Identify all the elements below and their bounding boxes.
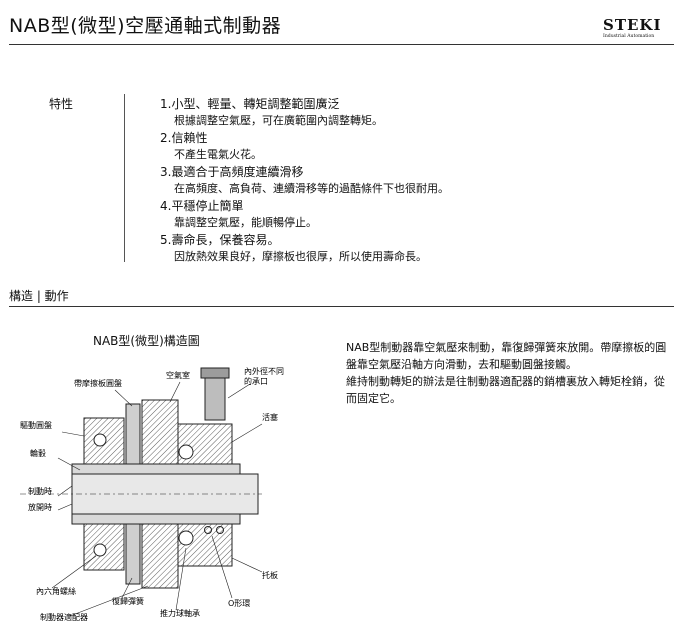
company-logo: STEKI Industrial Automation [603, 16, 673, 42]
logo-word: STEKI [603, 16, 662, 34]
features-divider [124, 94, 125, 262]
label-retainer: 托板 [262, 570, 278, 580]
feature-item: 1.小型、輕量、轉矩調整範圍廣泛 根據調整空氣壓，可在廣範圍內調整轉矩。 [160, 96, 520, 128]
diagram-title: NAB型(微型)構造圖 [93, 334, 200, 348]
structure-description: NAB型制動器靠空氣壓來制動，靠復歸彈簧來放開。帶摩擦板的圓盤靠空氣壓沿軸方向滑… [346, 339, 668, 407]
feature-heading: 3.最適合于高頻度連續滑移 [160, 165, 304, 179]
label-air-chamber: 空氣室 [166, 370, 190, 380]
label-piston: 活塞 [262, 412, 278, 422]
label-hub: 輪轂 [30, 448, 46, 458]
adapter-upper [141, 399, 179, 465]
feature-item: 2.信賴性 不產生電氣火花。 [160, 130, 520, 162]
features-list: 1.小型、輕量、轉矩調整範圍廣泛 根據調整空氣壓，可在廣範圍內調整轉矩。 2.信… [160, 96, 520, 266]
feature-heading: 5.壽命長，保養容易。 [160, 233, 280, 247]
description-paragraph: NAB型制動器靠空氣壓來制動，靠復歸彈簧來放開。帶摩擦板的圓盤靠空氣壓沿軸方向滑… [346, 341, 667, 371]
label-brake-adapter: 制動器適配器 [40, 612, 88, 622]
friction-disc-lower [125, 523, 141, 585]
description-paragraph: 維持制動轉矩的辦法是往制動器適配器的銷槽裏放入轉矩栓銷，從而固定它。 [346, 375, 665, 405]
feature-description: 在高頻度、高負荷、連續滑移等的過酷條件下也很耐用。 [174, 182, 449, 195]
bearing-lower [178, 530, 194, 546]
label-return-spring: 復歸彈簧 [112, 596, 144, 606]
features-label: 特性 [49, 97, 74, 111]
air-fitting-cap [200, 367, 230, 379]
feature-description: 靠調整空氣壓，能順暢停止。 [174, 216, 317, 229]
hub-lower [71, 513, 241, 525]
feature-description: 因放熱效果良好，摩擦板也很厚，所以使用壽命長。 [174, 250, 427, 263]
label-o-ring: O形環 [228, 599, 250, 608]
bolt-lower [93, 543, 107, 557]
label-thrust-bearing: 推力球軸承 [160, 608, 200, 618]
label-braking: 制動時 [28, 486, 52, 496]
feature-heading: 4.平穩停止簡單 [160, 199, 244, 213]
hub-upper [71, 463, 241, 475]
feature-item: 3.最適合于高頻度連續滑移 在高頻度、高負荷、連續滑移等的過酷條件下也很耐用。 [160, 164, 520, 196]
friction-disc-upper [125, 403, 141, 465]
o-ring-a [204, 526, 212, 534]
feature-heading: 2.信賴性 [160, 131, 208, 145]
adapter-lower [141, 523, 179, 589]
logo-subtitle: Industrial Automation [603, 34, 655, 39]
label-port-line1: 內外徑不同 [244, 366, 284, 376]
feature-item: 4.平穩停止簡單 靠調整空氣壓，能順暢停止。 [160, 198, 520, 230]
structure-section-label: 構造 | 動作 [9, 289, 69, 303]
label-port-line2: 的承口 [244, 376, 268, 386]
header-divider [9, 44, 674, 45]
bolt-upper [93, 433, 107, 447]
bearing-upper [178, 444, 194, 460]
air-fitting [204, 375, 226, 421]
page-title: NAB型(微型)空壓通軸式制動器 [9, 15, 282, 37]
feature-description: 根據調整空氣壓，可在廣範圍內調整轉矩。 [174, 114, 383, 127]
label-hex-bolt: 內六角螺絲 [36, 586, 76, 596]
leader-lines [51, 381, 263, 617]
label-releasing: 放開時 [28, 502, 52, 512]
structure-divider [9, 306, 674, 307]
feature-heading: 1.小型、輕量、轉矩調整範圍廣泛 [160, 97, 340, 111]
brake-cross-section-diagram: 帶摩擦板圓盤 空氣室 內外徑不同 的承口 活塞 驅動圓盤 輪轂 制動時 放開時 … [20, 366, 284, 622]
feature-item: 5.壽命長，保養容易。 因放熱效果良好，摩擦板也很厚，所以使用壽命長。 [160, 232, 520, 264]
label-friction-disc: 帶摩擦板圓盤 [74, 378, 122, 388]
o-ring-b [216, 526, 224, 534]
label-drive-disc: 驅動圓盤 [20, 420, 52, 430]
feature-description: 不產生電氣火花。 [174, 148, 262, 161]
